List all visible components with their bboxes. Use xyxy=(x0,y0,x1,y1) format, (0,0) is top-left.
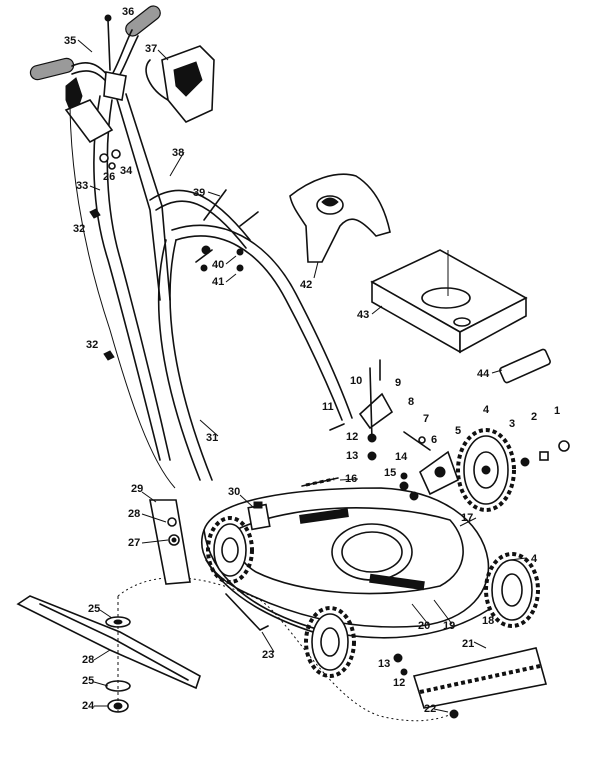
part-number-label: 34 xyxy=(120,165,133,177)
part-number-label: 20 xyxy=(418,620,430,632)
part-number-label: 7 xyxy=(423,413,429,425)
mower-deck xyxy=(200,487,490,641)
blade-assembly xyxy=(16,577,457,722)
part-number-label: 13 xyxy=(378,658,390,670)
part-number-label: 18 xyxy=(482,615,494,627)
baffle xyxy=(412,647,548,719)
part-number-label: 41 xyxy=(212,276,224,288)
part-number-label: 1 xyxy=(554,405,560,417)
part-number-label: 37 xyxy=(145,43,157,55)
part-number-label: 38 xyxy=(172,147,184,159)
part-number-label: 4 xyxy=(531,553,538,565)
part-number-label: 11 xyxy=(322,401,334,413)
part-number-label: 21 xyxy=(462,638,474,650)
part-number-label: 8 xyxy=(408,396,414,408)
part-number-label: 15 xyxy=(384,467,396,479)
leader-lines xyxy=(77,39,527,713)
engine-cover xyxy=(370,249,528,354)
part-number-label: 4 xyxy=(483,404,490,416)
part-number-label: 32 xyxy=(73,223,85,235)
part-number-label: 3 xyxy=(509,418,515,430)
part-number-label: 9 xyxy=(395,377,401,389)
part-number-label: 22 xyxy=(424,703,436,715)
part-number-label: 35 xyxy=(64,35,76,47)
part-number-label: 31 xyxy=(206,432,218,444)
part-number-label: 17 xyxy=(461,512,473,524)
part-number-label: 25 xyxy=(82,675,94,687)
part-number-label: 24 xyxy=(82,700,95,712)
wheels xyxy=(206,428,540,678)
axle-hardware xyxy=(301,359,570,676)
part-number-label: 5 xyxy=(455,425,461,437)
part-number-label: 25 xyxy=(88,603,100,615)
part-number-label: 28 xyxy=(128,508,140,520)
label-plate xyxy=(499,348,551,384)
part-number-label: 30 xyxy=(228,486,240,498)
part-number-label: 43 xyxy=(357,309,369,321)
control-housing xyxy=(145,45,215,123)
part-number-label: 12 xyxy=(393,677,405,689)
part-number-label: 13 xyxy=(346,450,358,462)
part-number-label: 12 xyxy=(346,431,358,443)
side-bracket xyxy=(149,499,191,585)
rod xyxy=(225,593,269,631)
part-number-label: 26 xyxy=(103,171,115,183)
part-number-label: 29 xyxy=(131,483,143,495)
right-grip xyxy=(125,5,161,37)
part-number-label: 19 xyxy=(443,620,455,632)
part-number-label: 36 xyxy=(122,6,134,18)
part-number-label: 42 xyxy=(300,279,312,291)
part-number-label: 40 xyxy=(212,259,224,271)
part-number-label: 33 xyxy=(76,180,88,192)
left-grip xyxy=(29,57,75,81)
part-number-label: 23 xyxy=(262,649,274,661)
part-number-label: 2 xyxy=(531,411,537,423)
part-number-label: 44 xyxy=(477,368,490,380)
part-number-label: 39 xyxy=(193,187,205,199)
handle-assembly xyxy=(29,5,353,489)
shroud-part xyxy=(289,173,391,263)
part-number-label: 10 xyxy=(350,375,362,387)
part-number-label: 16 xyxy=(345,473,357,485)
part-number-label: 32 xyxy=(86,339,98,351)
part-number-label: 14 xyxy=(395,451,408,463)
part-number-label: 28 xyxy=(82,654,94,666)
part-number-label: 27 xyxy=(128,537,140,549)
part-number-label: 6 xyxy=(431,434,437,446)
